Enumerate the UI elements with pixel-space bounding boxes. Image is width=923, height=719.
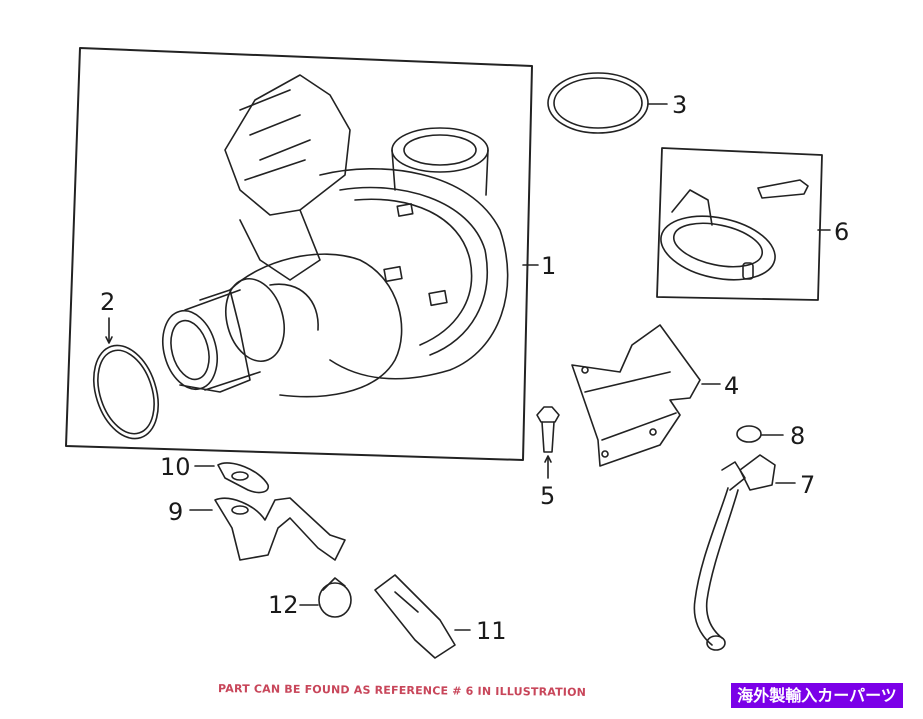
rubber-hose-part-11 — [374, 574, 471, 659]
hose-clamp-part-12 — [299, 577, 352, 618]
callout-12: 12 — [268, 591, 299, 619]
gasket-part-10 — [194, 462, 270, 494]
callout-9: 9 — [168, 498, 184, 526]
clamp-kit-part-6 — [656, 147, 831, 301]
callout-11: 11 — [476, 617, 507, 645]
callout-7: 7 — [800, 471, 816, 499]
callout-3: 3 — [672, 91, 688, 119]
turbocharger-part-1 — [65, 47, 539, 461]
bolt-part-5 — [536, 406, 560, 479]
callout-10: 10 — [160, 453, 191, 481]
callout-4: 4 — [724, 372, 740, 400]
callout-8: 8 — [790, 422, 806, 450]
ring-part-3 — [547, 72, 668, 134]
callout-5: 5 — [540, 482, 556, 510]
callout-1: 1 — [541, 252, 557, 280]
callout-6: 6 — [834, 218, 850, 246]
oil-line-part-7 — [693, 454, 796, 651]
heat-shield-part-4 — [571, 324, 721, 467]
callout-2: 2 — [100, 288, 116, 316]
import-parts-badge: 海外製輸入カーパーツ — [731, 683, 903, 708]
washer-part-8 — [736, 425, 784, 443]
oil-return-pipe-part-9 — [189, 497, 346, 561]
o-ring-part-2 — [93, 317, 159, 440]
